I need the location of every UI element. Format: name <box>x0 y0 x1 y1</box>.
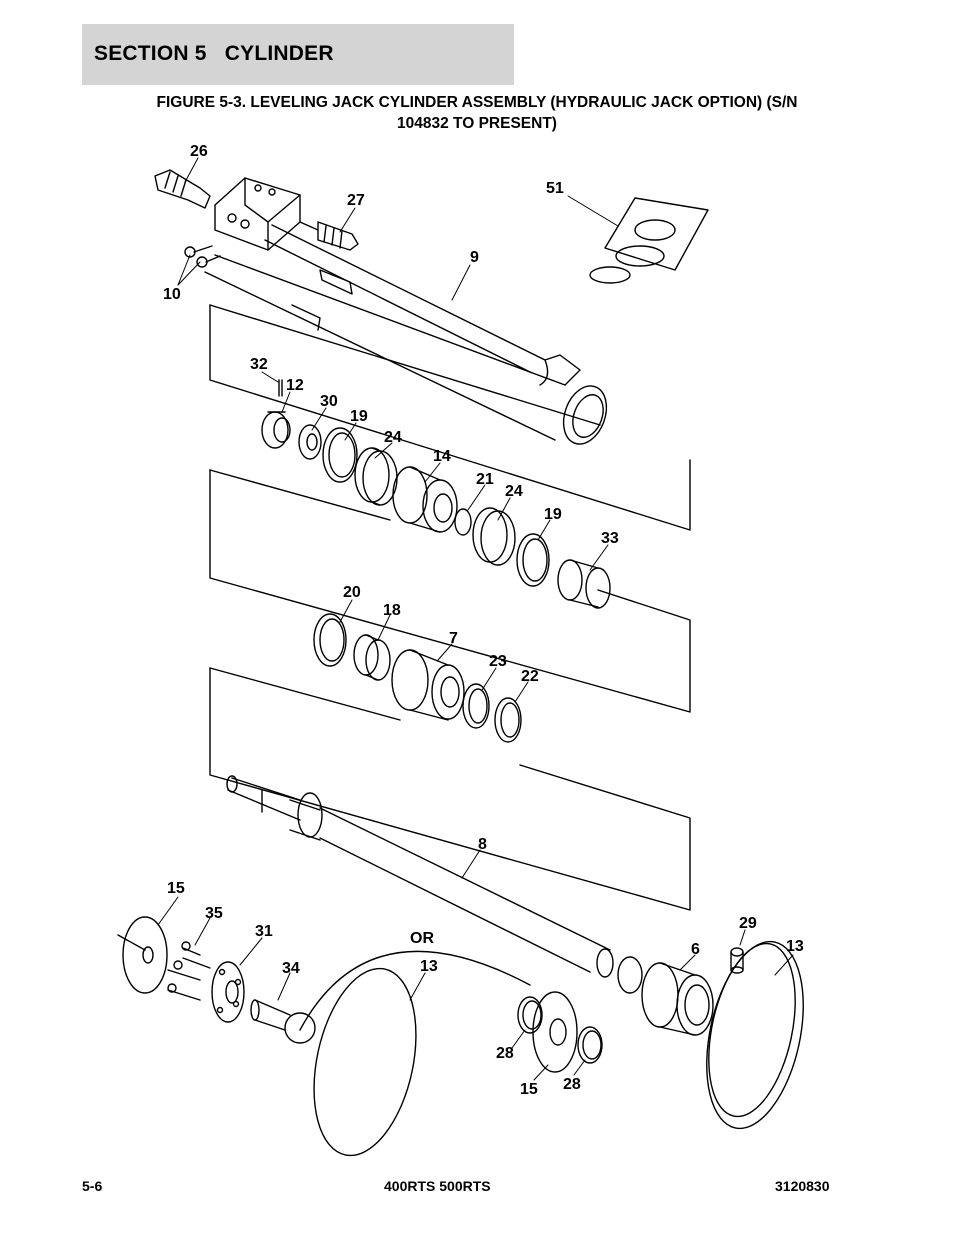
callout-32: 32 <box>250 356 268 373</box>
callout-24b: 24 <box>505 483 523 500</box>
callout-30: 30 <box>320 393 338 410</box>
callout-19b: 19 <box>544 506 562 523</box>
footpad-13a-part <box>299 950 531 1157</box>
callout-19a: 19 <box>350 408 368 425</box>
pin-32-part <box>278 379 283 397</box>
model-name: 400RTS 500RTS <box>384 1178 491 1194</box>
section-title: SECTION 5 CYLINDER <box>94 42 334 65</box>
callout-23: 23 <box>489 653 507 670</box>
oring-21-part <box>454 508 472 536</box>
footplate-15b-part <box>532 991 578 1073</box>
screws-10-part <box>184 245 221 268</box>
explode-bracket-middle <box>209 469 691 713</box>
figure-title-line2: 104832 TO PRESENT) <box>397 115 557 132</box>
callout-21: 21 <box>476 471 494 488</box>
callout-29: 29 <box>739 915 757 932</box>
page-number: 5-6 <box>82 1178 103 1194</box>
figure-title: FIGURE 5-3. LEVELING JACK CYLINDER ASSEM… <box>82 92 872 134</box>
figure-title-line1: FIGURE 5-3. LEVELING JACK CYLINDER ASSEM… <box>156 94 798 111</box>
piston-14-part <box>392 466 458 533</box>
callout-28a: 28 <box>496 1045 514 1062</box>
rod-8-part <box>226 775 643 994</box>
callout-51: 51 <box>546 180 564 197</box>
callout-24a: 24 <box>384 429 402 446</box>
ring-19b-part <box>516 533 550 587</box>
callout-10: 10 <box>163 286 181 303</box>
valve-block-part <box>214 177 301 251</box>
callout-14: 14 <box>433 448 451 465</box>
callout-28b: 28 <box>563 1076 581 1093</box>
callout-15b: 15 <box>520 1081 538 1098</box>
seal-kit-part <box>589 197 709 284</box>
footpad-13b-part <box>706 940 804 1130</box>
bushing-18-part <box>353 634 391 681</box>
callout-13a: 13 <box>420 958 438 975</box>
leader-lines <box>157 157 794 1081</box>
or-label: OR <box>410 930 434 947</box>
callout-8: 8 <box>478 836 487 853</box>
callout-6: 6 <box>691 941 700 958</box>
callout-7: 7 <box>449 630 458 647</box>
ring-20-part <box>313 613 347 667</box>
callout-26: 26 <box>190 143 208 160</box>
bushing-33-part <box>557 559 611 609</box>
explode-bracket-lower <box>209 667 691 911</box>
callout-15a: 15 <box>167 880 185 897</box>
ring-19a-part <box>322 427 358 483</box>
ring-23-part <box>462 683 490 729</box>
callout-18: 18 <box>383 602 401 619</box>
callout-27: 27 <box>347 192 365 209</box>
nut-12-part <box>261 411 291 449</box>
adapter-6-part <box>641 962 714 1036</box>
explode-bracket-top <box>209 304 691 531</box>
snapring-28b-part <box>577 1026 603 1064</box>
fitting-27-part <box>299 221 359 251</box>
callout-35: 35 <box>205 905 223 922</box>
callout-labels: 26 27 51 9 10 32 12 30 19 24 14 21 24 19… <box>163 143 804 1098</box>
wearring-24b-part <box>472 507 516 566</box>
document-number: 3120830 <box>775 1178 830 1194</box>
head-7-part <box>391 649 465 721</box>
callout-22: 22 <box>521 668 539 685</box>
footplate-15a-part <box>117 916 168 994</box>
fitting-26-part <box>154 169 211 209</box>
callout-31: 31 <box>255 923 273 940</box>
callout-12: 12 <box>286 377 304 394</box>
snapring-28a-part <box>517 996 543 1034</box>
screw-29-part <box>730 947 744 974</box>
section-header: SECTION 5 CYLINDER <box>82 24 514 85</box>
ring-22-part <box>494 697 522 743</box>
washer-30-part <box>298 424 322 460</box>
callout-9: 9 <box>470 249 479 266</box>
ball-stud-34-part <box>250 999 316 1044</box>
bolts-35-part <box>167 941 211 1001</box>
cylinder-barrel-part <box>204 224 608 445</box>
callout-34: 34 <box>282 960 300 977</box>
callout-33: 33 <box>601 530 619 547</box>
callout-20: 20 <box>343 584 361 601</box>
callout-13b: 13 <box>786 938 804 955</box>
flange-31-part <box>211 961 245 1023</box>
